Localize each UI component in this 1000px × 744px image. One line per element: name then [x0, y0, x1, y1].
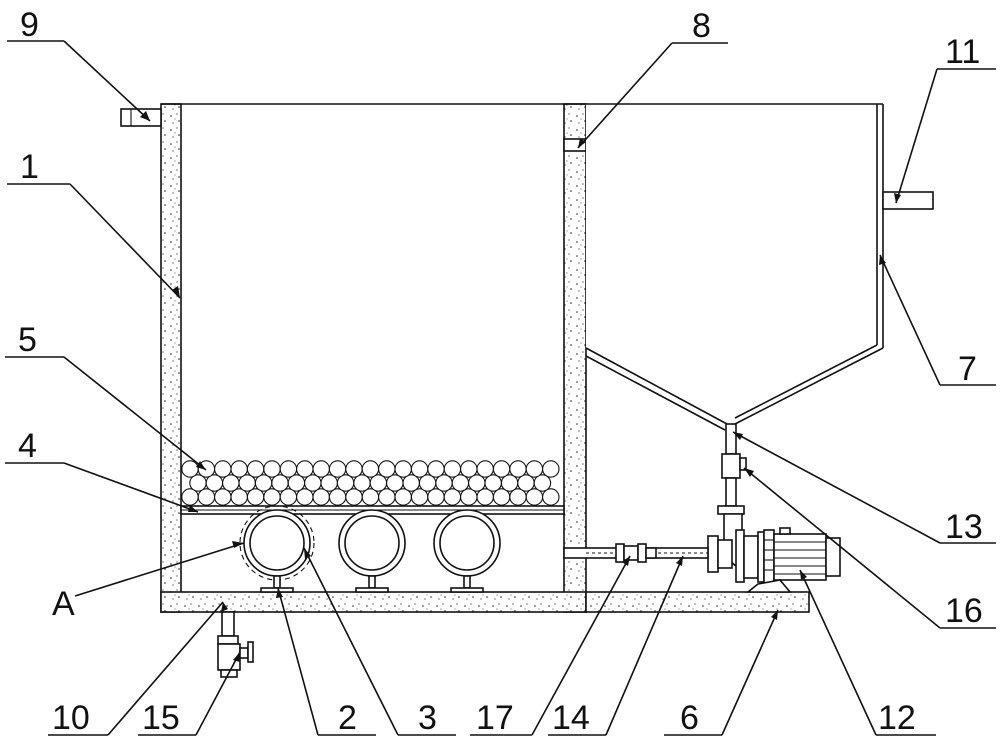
motor-12: [745, 527, 841, 593]
arrowheads: [140, 111, 901, 662]
label-16: 16: [945, 592, 983, 630]
base-plate-6: [585, 591, 810, 613]
label-9: 9: [20, 6, 39, 44]
filter-ball: [263, 460, 281, 478]
filter-ball: [328, 460, 347, 478]
filter-ball: [443, 460, 462, 478]
label-5: 5: [18, 321, 37, 359]
callout-labels: 9 1 5 4 A 8 11 7 13 16 10 15 2 3 17 14 6…: [18, 6, 983, 737]
label-13: 13: [945, 508, 983, 546]
left-tank: [160, 103, 587, 613]
outlet-pipe-11: [882, 191, 934, 210]
aerator-3: [433, 509, 501, 593]
filter-ball: [476, 460, 494, 478]
filter-ball: [542, 460, 560, 478]
label-17: 17: [476, 699, 514, 737]
filter-ball: [542, 488, 560, 506]
filter-ball: [214, 460, 232, 478]
filter-ball: [378, 460, 396, 478]
filter-ball: [492, 460, 511, 478]
filter-ball: [230, 460, 248, 478]
cone-outlet-pipe-13: [725, 423, 737, 455]
filter-ball: [525, 460, 544, 478]
filter-ball: [312, 460, 330, 478]
filter-ball: [296, 460, 314, 478]
settling-tank-7: [585, 103, 884, 431]
filter-ball: [533, 474, 552, 492]
filter-ball: [181, 460, 199, 478]
filter-ball: [410, 460, 429, 478]
label-7: 7: [958, 350, 977, 388]
filter-media-balls: [181, 460, 560, 506]
label-12: 12: [878, 699, 916, 737]
label-1: 1: [20, 148, 39, 186]
label-6: 6: [680, 699, 699, 737]
leader-lines: [5, 40, 996, 736]
label-10: 10: [52, 699, 90, 737]
filter-ball: [427, 460, 445, 478]
pump-body: [707, 513, 775, 585]
filter-ball: [361, 460, 380, 478]
label-11: 11: [945, 33, 980, 71]
label-3: 3: [418, 699, 437, 737]
filter-ball: [246, 460, 265, 478]
inlet-pipe-9: [120, 108, 162, 127]
valve-16: [717, 453, 747, 515]
aerator-1: [239, 505, 315, 593]
drain-pipe-10: [217, 611, 239, 645]
label-15: 15: [142, 699, 180, 737]
aerator-units: [239, 505, 501, 593]
label-2: 2: [338, 699, 357, 737]
label-14: 14: [552, 699, 590, 737]
label-8: 8: [692, 7, 711, 45]
label-4: 4: [18, 427, 37, 465]
coupling-17: [615, 543, 657, 563]
filter-ball: [279, 460, 298, 478]
aerator-2: [338, 509, 406, 593]
filter-ball: [460, 460, 478, 478]
filter-ball: [394, 460, 412, 478]
filter-ball: [345, 460, 363, 478]
filter-ball: [509, 460, 527, 478]
label-A: A: [52, 585, 75, 623]
